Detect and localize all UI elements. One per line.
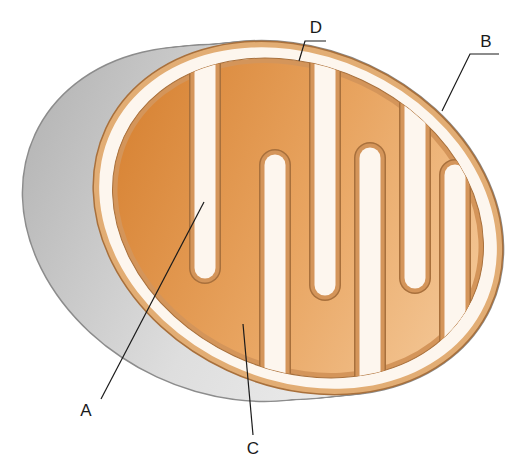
leader-line — [101, 202, 204, 399]
leader-line — [243, 324, 253, 435]
leader-line — [442, 54, 499, 111]
part-label: B — [478, 32, 493, 51]
cristae — [205, 0, 455, 460]
part-label: D — [308, 18, 324, 37]
part-label: C — [245, 439, 261, 458]
part-label: A — [78, 401, 93, 420]
leader-line — [299, 41, 326, 61]
outer-membrane — [35, 0, 518, 460]
